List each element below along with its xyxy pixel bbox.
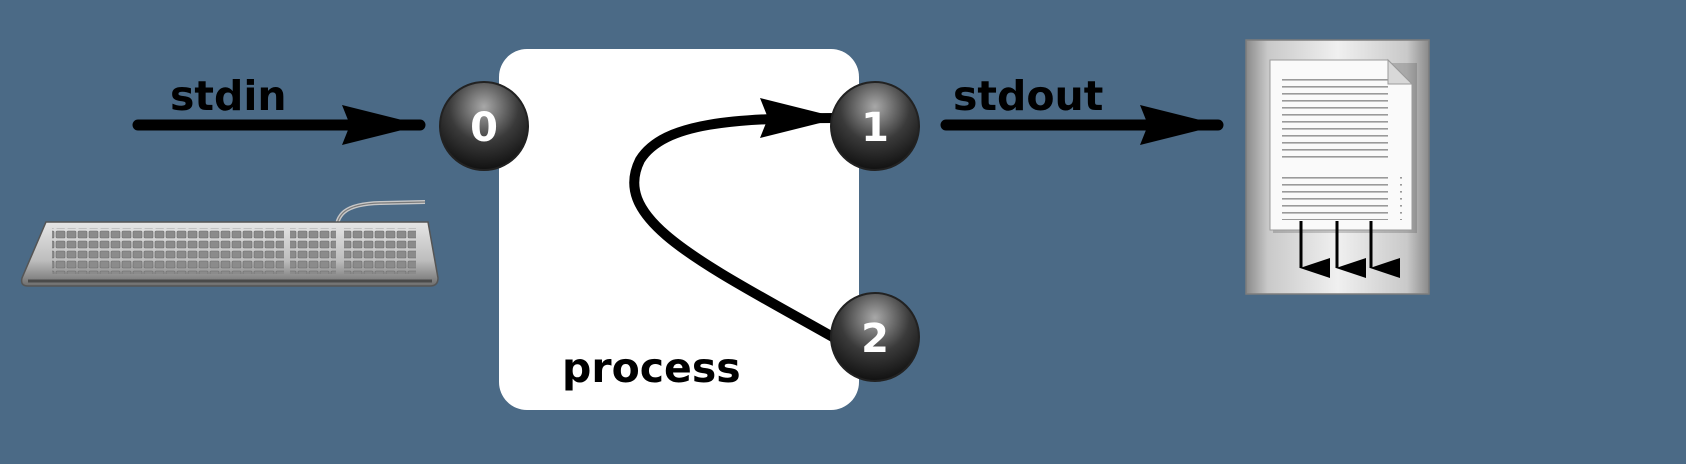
port-stderr: 2 — [830, 292, 920, 382]
port-stdout: 1 — [830, 81, 920, 171]
port-stdin: 0 — [439, 81, 529, 171]
stdin-label: stdin — [170, 72, 287, 120]
keyboard-icon — [20, 200, 439, 287]
port-stderr-number: 2 — [861, 316, 889, 362]
port-stdout-number: 1 — [861, 105, 889, 151]
process-label: process — [562, 344, 741, 392]
stdout-label: stdout — [953, 72, 1103, 120]
document-icon — [1245, 39, 1430, 295]
process-box — [499, 49, 859, 410]
port-stdin-number: 0 — [470, 105, 498, 151]
stderr-to-stdout-arrow — [629, 98, 841, 345]
